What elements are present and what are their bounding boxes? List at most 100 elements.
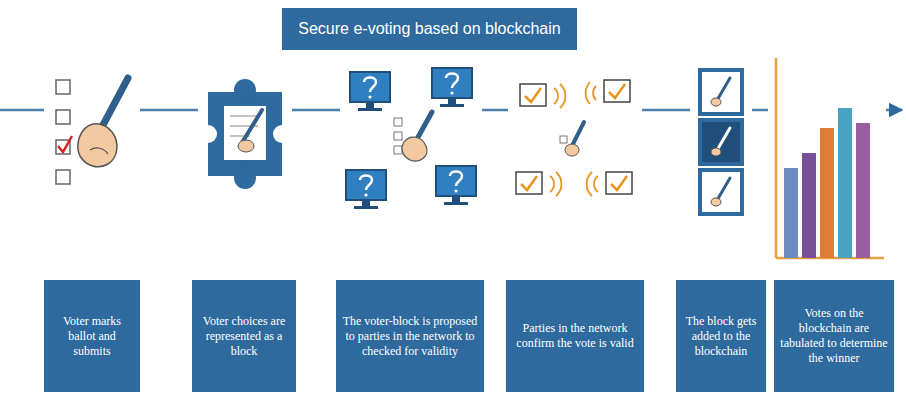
network-monitors-icon	[340, 64, 482, 224]
blockchain-stack-icon	[690, 64, 752, 224]
confirm-network-icon-part-part	[520, 84, 546, 106]
monitor	[432, 68, 472, 107]
bar-chart-icon-part	[768, 56, 886, 266]
bar-chart-icon-part	[802, 153, 816, 258]
network-monitors-icon-part	[402, 137, 427, 161]
confirm-network-icon-part-part	[560, 84, 565, 108]
confirm-network-icon	[508, 64, 642, 224]
timeline-line-part	[140, 109, 198, 112]
network-monitors-icon-part	[340, 64, 482, 224]
confirm-network-icon-part-part	[556, 172, 561, 196]
block-puzzle-icon-part	[273, 125, 291, 143]
confirm-network-icon-part-part	[554, 88, 558, 104]
timeline-line-part	[292, 109, 340, 112]
caption-box: Votes on the blockchain are tabulated to…	[774, 280, 894, 392]
timeline-line-part	[482, 109, 508, 112]
bar-chart-icon-part	[856, 123, 870, 258]
monitor-part	[446, 74, 458, 89]
timeline-line-part	[0, 109, 46, 112]
block-puzzle-icon-part	[208, 92, 282, 176]
monitor-part	[448, 98, 456, 104]
blockchain-stack-icon-part-part	[711, 198, 721, 206]
caption-box: Parties in the network confirm the vote …	[506, 280, 644, 392]
monitor-part	[440, 104, 464, 107]
confirm-network-icon-part	[565, 144, 579, 156]
block-puzzle-icon-part	[199, 125, 217, 143]
title-box: Secure e-voting based on blockchain	[282, 8, 577, 50]
caption-text: Voter choices are represented as a block	[192, 310, 296, 363]
blockchain-stack-icon-part	[700, 170, 742, 214]
confirm-network-icon-part-part	[550, 176, 554, 192]
confirm-network-icon-part	[508, 64, 642, 224]
timeline-line-part	[642, 109, 690, 112]
confirm-network-icon-part-part	[609, 84, 625, 98]
confirm-network-icon-part-part	[594, 176, 598, 192]
block-puzzle-icon-part	[234, 167, 256, 189]
network-monitors-icon-part	[394, 118, 402, 154]
network-monitors-icon-part-part	[394, 146, 402, 154]
ballot-icon-part	[78, 124, 117, 167]
confirm-network-icon-part-part	[606, 172, 632, 194]
monitor	[346, 170, 386, 209]
ballot-icon-part	[56, 80, 70, 184]
block-puzzle-icon-part	[198, 68, 292, 218]
monitor-part	[368, 95, 371, 98]
ballot-icon	[44, 68, 140, 218]
block-puzzle-icon-part	[224, 106, 266, 160]
ballot-icon-part-part	[56, 170, 70, 184]
confirm-network-icon-part-part	[586, 82, 590, 104]
blockchain-stack-icon-part	[711, 98, 721, 206]
caption-text: Votes on the blockchain are tabulated to…	[774, 302, 894, 370]
timeline-line-part	[752, 109, 768, 112]
monitor-part	[450, 172, 462, 187]
timeline-line-part	[886, 109, 902, 112]
caption-box: Voter marks ballot and submits	[44, 280, 140, 392]
caption-text: Parties in the network confirm the vote …	[506, 317, 644, 355]
title-text: Secure e-voting based on blockchain	[284, 14, 574, 44]
monitor-part	[450, 91, 453, 94]
confirm-network-icon-part-part	[611, 176, 627, 190]
blockchain-stack-icon-part	[700, 70, 742, 114]
confirm-network-icon-part-part	[521, 176, 537, 190]
monitor	[350, 72, 390, 111]
network-monitors-icon-part-part	[394, 132, 402, 140]
confirm-network-icon-part	[560, 136, 567, 143]
block-puzzle-icon-part	[238, 140, 254, 152]
bar-chart-icon-part	[838, 108, 852, 258]
monitor-part	[350, 72, 390, 102]
monitor	[436, 166, 476, 205]
monitor-part	[366, 102, 374, 108]
bar-chart-icon-part	[784, 168, 798, 258]
caption-text: Voter marks ballot and submits	[44, 310, 140, 363]
ballot-icon-part	[90, 148, 108, 154]
monitor-part	[346, 170, 386, 200]
monitor-part	[436, 166, 476, 196]
caption-text: The voter-block is proposed to parties i…	[336, 310, 484, 363]
ballot-icon-part-part	[56, 80, 70, 94]
monitor-part	[354, 206, 378, 209]
caption-box: Voter choices are represented as a block	[192, 280, 296, 392]
ballot-icon-part	[58, 136, 72, 152]
caption-box: The voter-block is proposed to parties i…	[336, 280, 484, 392]
monitor-part	[364, 193, 367, 196]
blockchain-stack-icon-part	[700, 120, 742, 164]
bar-chart-icon-part	[775, 58, 778, 258]
confirm-network-icon-part	[550, 82, 598, 196]
ballot-icon-part	[44, 68, 140, 218]
bar-chart-icon-part	[820, 128, 834, 258]
monitor-part	[358, 108, 382, 111]
monitor-part	[362, 200, 370, 206]
block-puzzle-icon	[198, 68, 292, 218]
blockchain-stack-icon-part	[716, 78, 730, 202]
confirm-network-icon-part-part	[516, 172, 542, 194]
monitor-part	[444, 202, 468, 205]
monitor-part	[360, 176, 372, 191]
monitor-part	[364, 78, 376, 93]
confirm-network-icon-part-part	[604, 80, 630, 102]
block-puzzle-icon-part	[234, 79, 256, 101]
monitor-part	[432, 68, 472, 98]
monitor-part	[452, 196, 460, 202]
confirm-network-icon-part-part	[587, 172, 592, 196]
caption-box: The block gets added to the blockchain	[676, 280, 766, 392]
confirm-network-icon-part-part	[593, 86, 596, 100]
